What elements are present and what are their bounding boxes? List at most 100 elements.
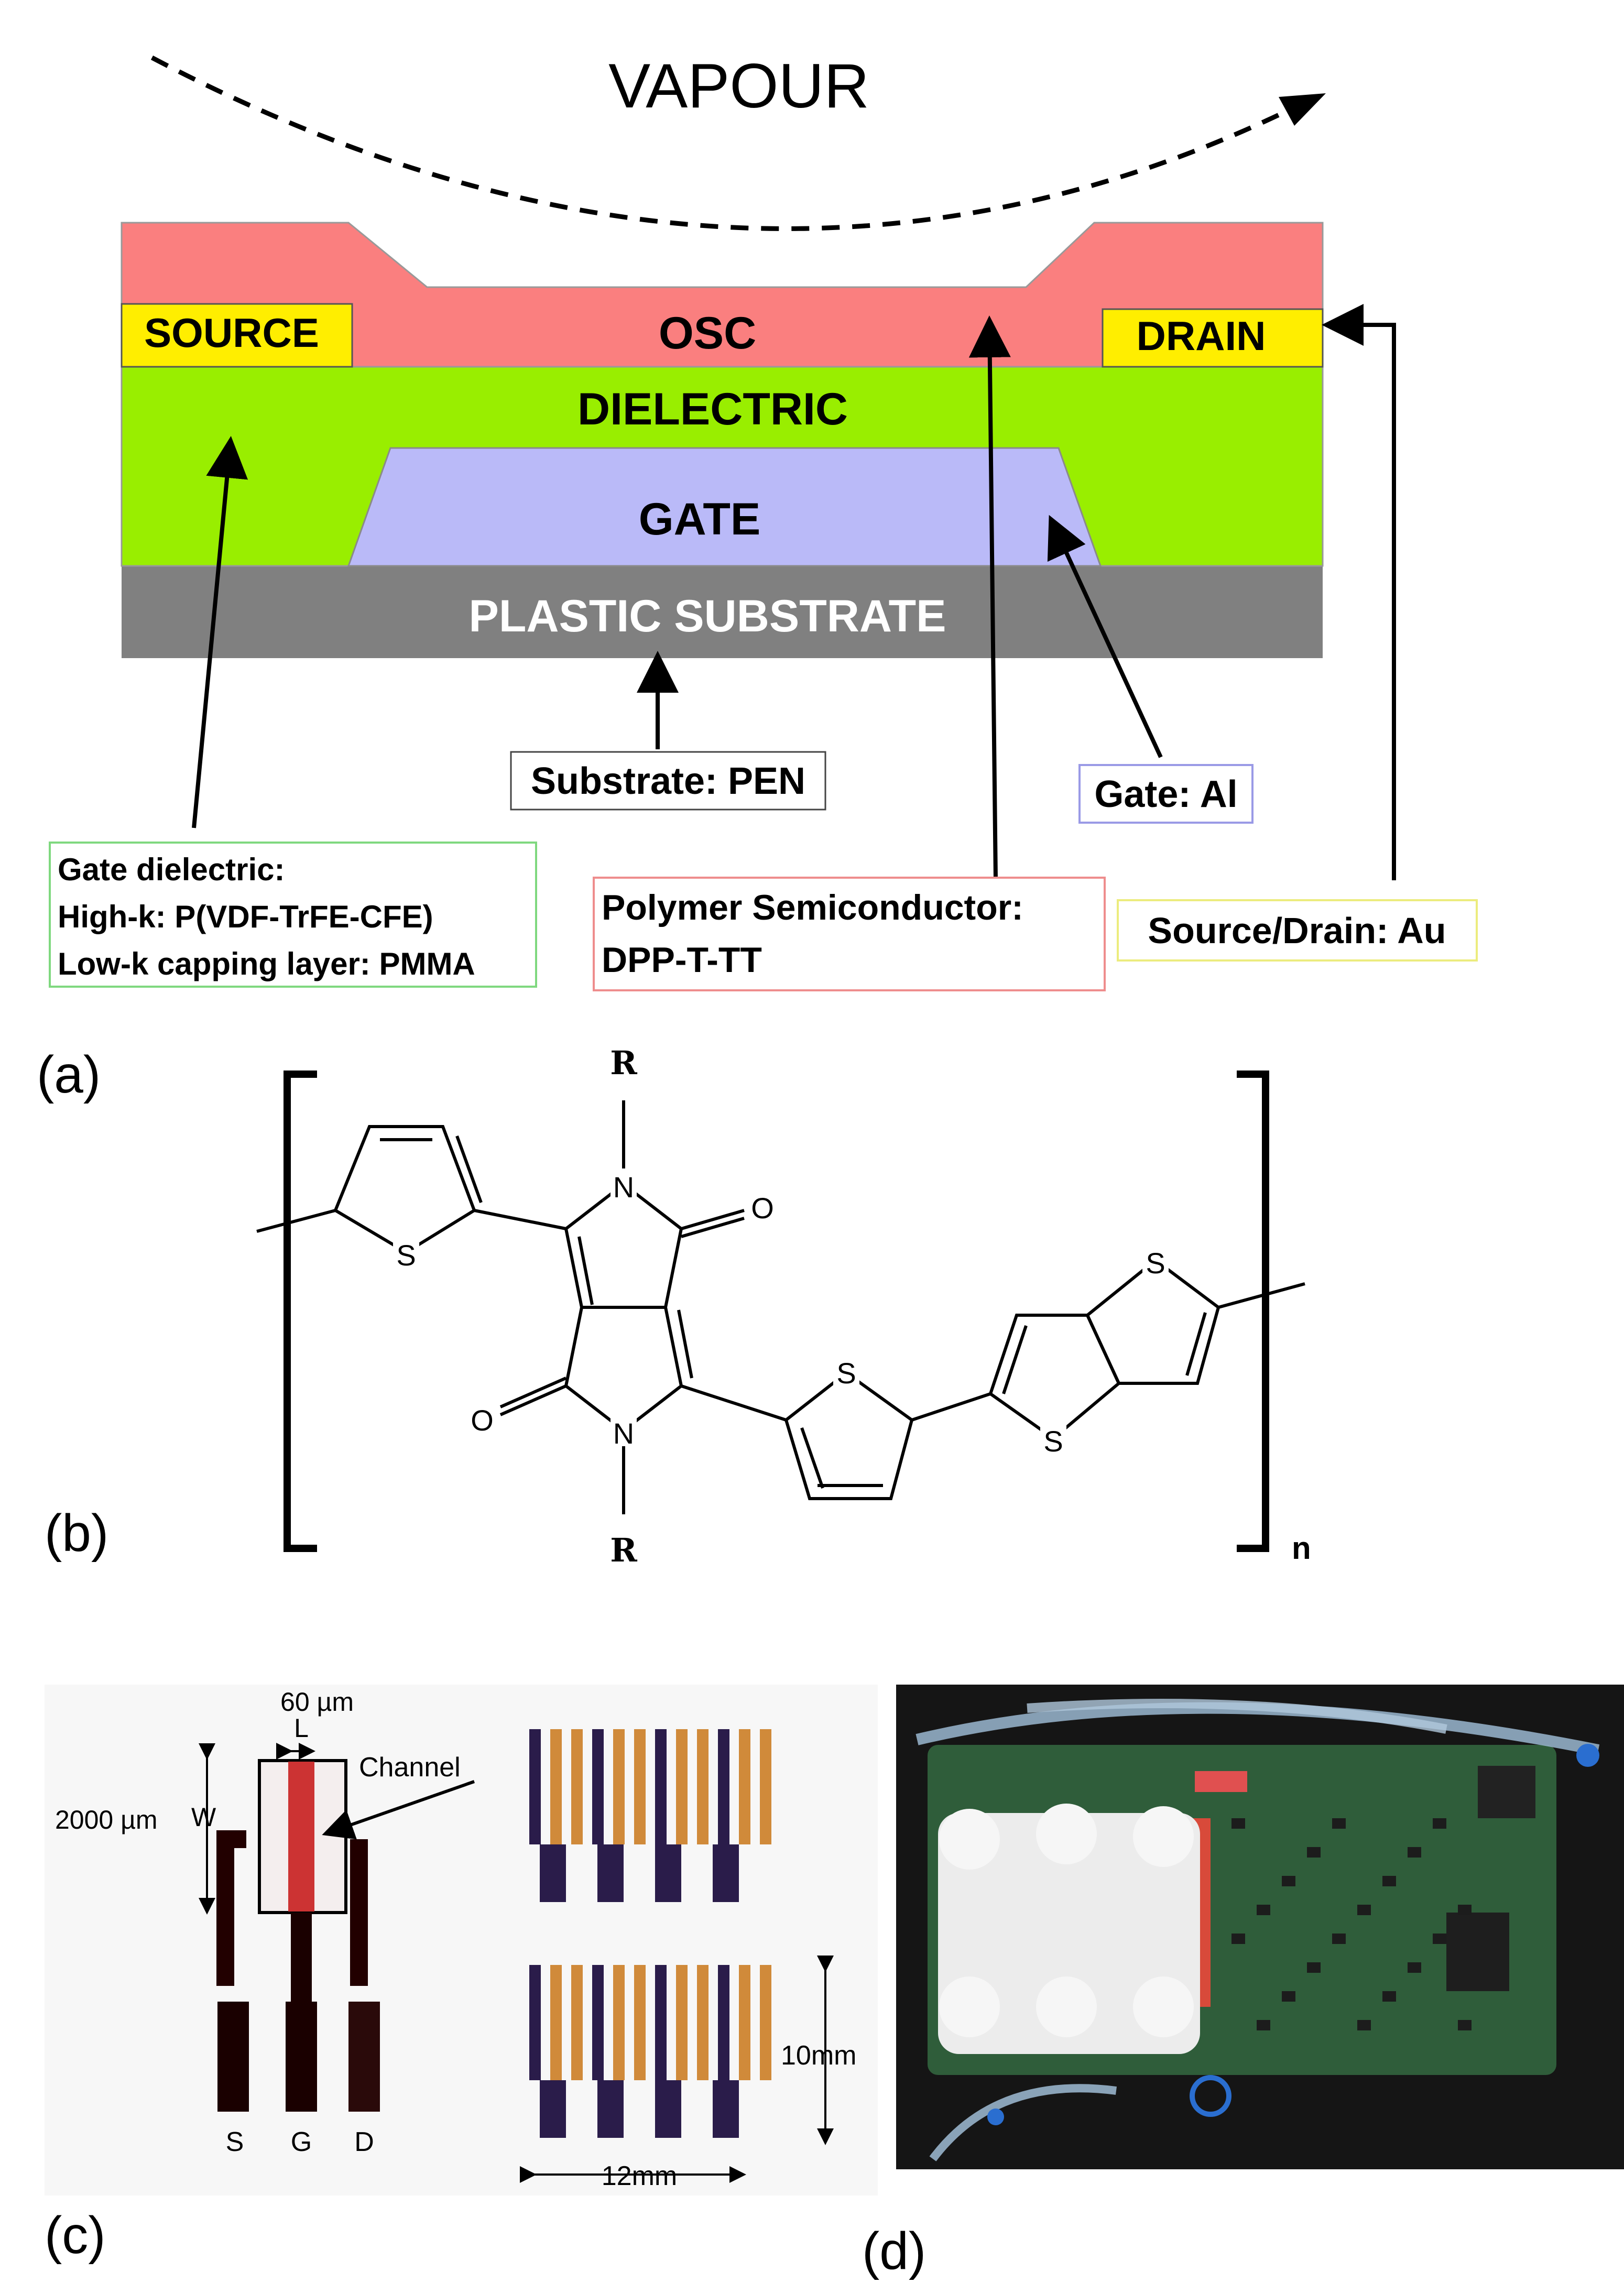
board-component xyxy=(1307,1962,1321,1973)
panel-c: 60 µm L Channel 2000 µm W S G D 10mm 12m… xyxy=(45,1685,878,2265)
vapour-flow-arrow xyxy=(150,56,1312,231)
dielectric-callout-highk: High-k: P(VDF-TrFE-CFE) xyxy=(58,899,433,934)
array-electrode xyxy=(718,1729,729,1844)
terminal-s-label: S xyxy=(226,2127,244,2157)
gate-label: GATE xyxy=(639,494,761,544)
array-electrode xyxy=(676,1729,688,1844)
panel-d-label: (d) xyxy=(862,2222,926,2280)
board-component xyxy=(1231,1818,1245,1829)
right-bracket xyxy=(1237,1071,1269,1552)
array-electrode xyxy=(739,1729,750,1844)
board-component xyxy=(1408,1962,1421,1973)
array-electrode xyxy=(718,1965,729,2080)
gate-arrow xyxy=(1047,515,1163,758)
gate-callout: Gate: Al xyxy=(1094,773,1237,815)
dielectric-arrow xyxy=(192,436,248,828)
atom-s-tt-top: S xyxy=(1146,1247,1165,1280)
panel-b-atoms: R N O S O N R S S S n (b) xyxy=(45,1044,1311,1569)
array-electrode xyxy=(697,1729,709,1844)
array-electrode xyxy=(529,1965,541,2080)
source-drain-arrow xyxy=(1322,304,1396,880)
drain-label: DRAIN xyxy=(1137,313,1266,359)
panel-a-label: (a) xyxy=(37,1045,101,1104)
array-electrode xyxy=(529,1729,541,1844)
board-component xyxy=(1458,2020,1472,2030)
board-component xyxy=(1257,1905,1270,1915)
board-component xyxy=(1257,2020,1270,2030)
panel-b xyxy=(256,1071,1305,1552)
channel-label: Channel xyxy=(359,1752,461,1783)
atom-r-top: R xyxy=(610,1044,637,1082)
length-value: 60 µm xyxy=(280,1687,354,1717)
board-component xyxy=(1357,1905,1371,1915)
atom-o-right: O xyxy=(751,1192,774,1225)
array-electrode xyxy=(634,1729,646,1844)
panel-d: (d) xyxy=(862,1685,1624,2280)
channel-region xyxy=(288,1762,314,1911)
dielectric-label: DIELECTRIC xyxy=(577,384,848,434)
array-electrode xyxy=(655,1729,667,1844)
terminal-d-pad xyxy=(348,2002,380,2112)
board-component xyxy=(1231,1934,1245,1944)
array-electrode xyxy=(655,1965,667,2080)
array-electrode xyxy=(634,1965,646,2080)
atom-r-bottom: R xyxy=(610,1531,637,1569)
board-component xyxy=(1458,1905,1472,1915)
panel-a: VAPOUR SOURCE DRAIN OSC DIELECTRIC GATE … xyxy=(37,51,1478,1104)
board-component xyxy=(1357,2020,1371,2030)
array-electrode xyxy=(571,1965,583,2080)
terminal-g-label: G xyxy=(291,2127,312,2157)
source-drain-callout: Source/Drain: Au xyxy=(1148,910,1446,951)
array-pad xyxy=(713,1844,739,1902)
dielectric-callout-title: Gate dielectric: xyxy=(58,852,285,887)
board-component xyxy=(1282,1991,1295,2002)
array-electrode xyxy=(697,1965,709,2080)
osc-label: OSC xyxy=(659,308,756,358)
array-electrode xyxy=(613,1965,625,2080)
semiconductor-callout-name: DPP-T-TT xyxy=(602,940,762,980)
board-component xyxy=(1307,1847,1321,1858)
sensor-chamber xyxy=(938,1813,1200,2054)
atom-o-left: O xyxy=(471,1404,494,1437)
l-label: L xyxy=(294,1713,309,1743)
atom-n-bottom: N xyxy=(613,1417,634,1450)
board-component xyxy=(1382,1876,1396,1886)
source-electrode xyxy=(121,303,353,368)
terminal-d-label: D xyxy=(354,2127,374,2157)
semiconductor-callout-title: Polymer Semiconductor: xyxy=(602,888,1023,927)
substrate-layer xyxy=(122,566,1323,658)
array-electrode xyxy=(613,1729,625,1844)
array-electrode xyxy=(592,1729,604,1844)
atom-s-left: S xyxy=(396,1239,416,1272)
vapour-label: VAPOUR xyxy=(608,51,869,121)
array-pad xyxy=(713,2080,739,2138)
board-component xyxy=(1433,1934,1446,1944)
semiconductor-arrow xyxy=(968,315,1011,881)
repeat-subscript: n xyxy=(1292,1531,1311,1566)
array-electrode xyxy=(739,1965,750,2080)
vapour-arrowhead xyxy=(1279,93,1326,126)
board-component xyxy=(1433,1818,1446,1829)
board-component xyxy=(1332,1818,1346,1829)
array-electrode xyxy=(760,1965,771,2080)
substrate-callout-box xyxy=(510,751,826,811)
array-pad xyxy=(655,2080,681,2138)
thiophene-left-ring xyxy=(333,1125,476,1254)
w-label: W xyxy=(191,1803,216,1832)
array-pad xyxy=(597,2080,624,2138)
array-pad xyxy=(597,1844,624,1902)
array-electrode xyxy=(550,1729,562,1844)
terminal-s-pad xyxy=(217,2002,249,2112)
device-array xyxy=(529,1729,771,2138)
array-pad xyxy=(655,1844,681,1902)
panel-c-label: (c) xyxy=(45,2206,106,2265)
array-pad xyxy=(540,1844,566,1902)
gate-layer xyxy=(347,447,1102,567)
width-value: 2000 µm xyxy=(55,1805,158,1834)
osc-layer xyxy=(121,222,1324,368)
substrate-label: PLASTIC SUBSTRATE xyxy=(469,591,946,641)
array-electrode xyxy=(571,1729,583,1844)
board-component xyxy=(1382,1991,1396,2002)
board-component xyxy=(1282,1876,1295,1886)
